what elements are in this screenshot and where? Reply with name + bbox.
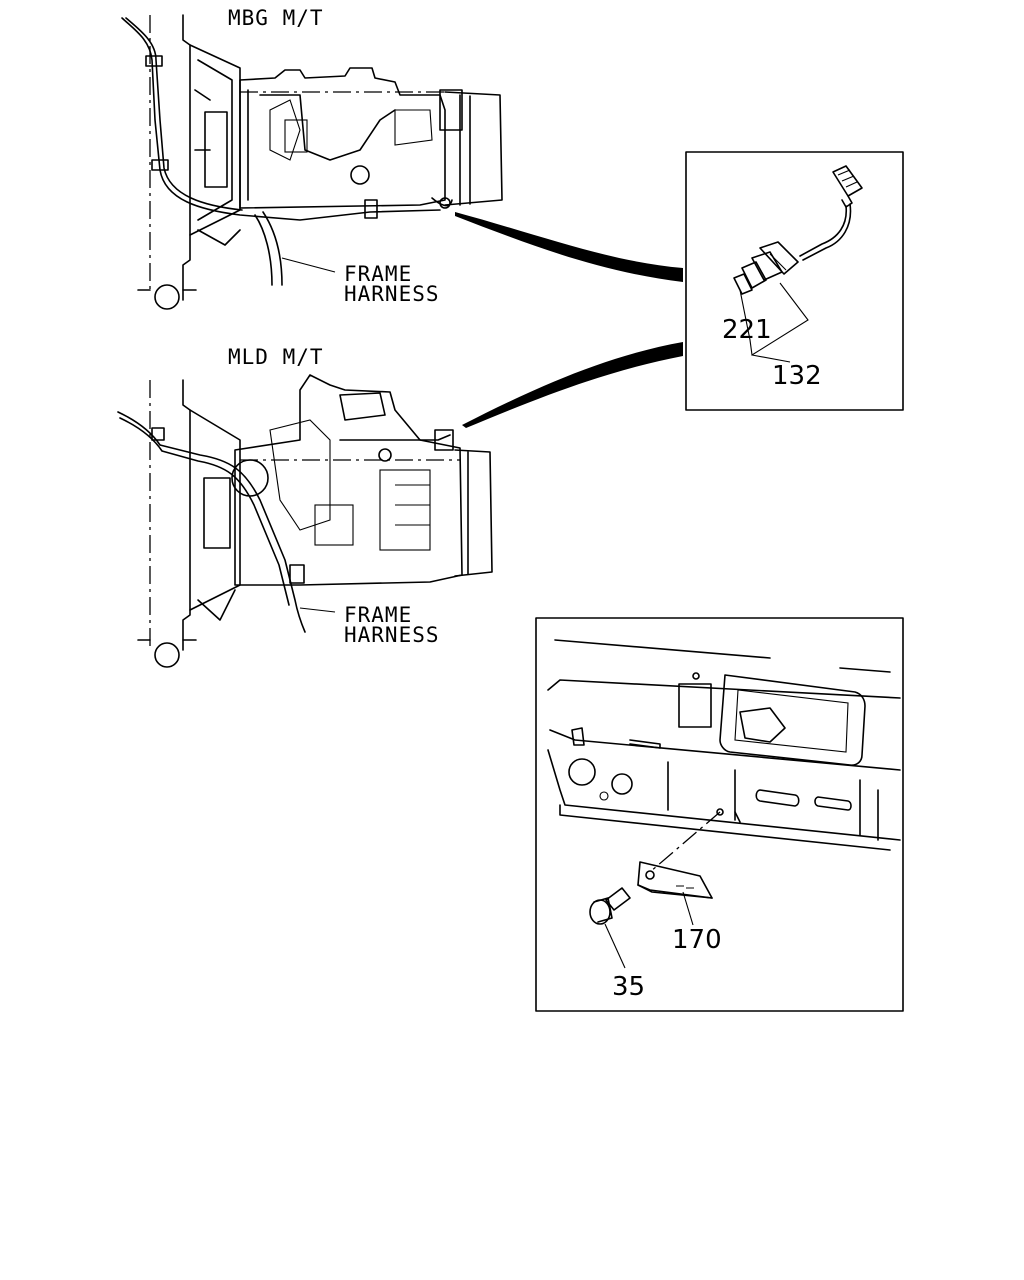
mbg-harness-label-line2: HARNESS [344,282,440,306]
upper-pointer-wedge [455,212,683,282]
mld-harness-label-line1: FRAME [344,603,412,627]
mld-harness-label-line2: HARNESS [344,623,440,647]
mld-view-title: MLD M/T [228,345,324,369]
mbg-harness-label-line1: FRAME [344,262,412,286]
callout-221: 221 [722,315,772,345]
speed-sensor [733,241,799,295]
lower-pointer-wedge [462,342,683,428]
callout-35: 35 [612,972,645,1002]
bolt-35 [589,887,631,925]
sensor-detail-box [685,151,904,411]
callout-170: 170 [672,925,722,955]
mld-transmission-drawing [117,374,493,668]
mbg-transmission-drawing [121,14,503,310]
sensor-connector [832,165,863,208]
bracket-detail-box [535,617,904,1012]
bracket-170 [637,861,713,899]
sensor-detail-frame [685,151,904,411]
callout-132: 132 [772,361,822,391]
mbg-view-title: MBG M/T [228,6,324,30]
bracket-detail-frame [535,617,904,1012]
